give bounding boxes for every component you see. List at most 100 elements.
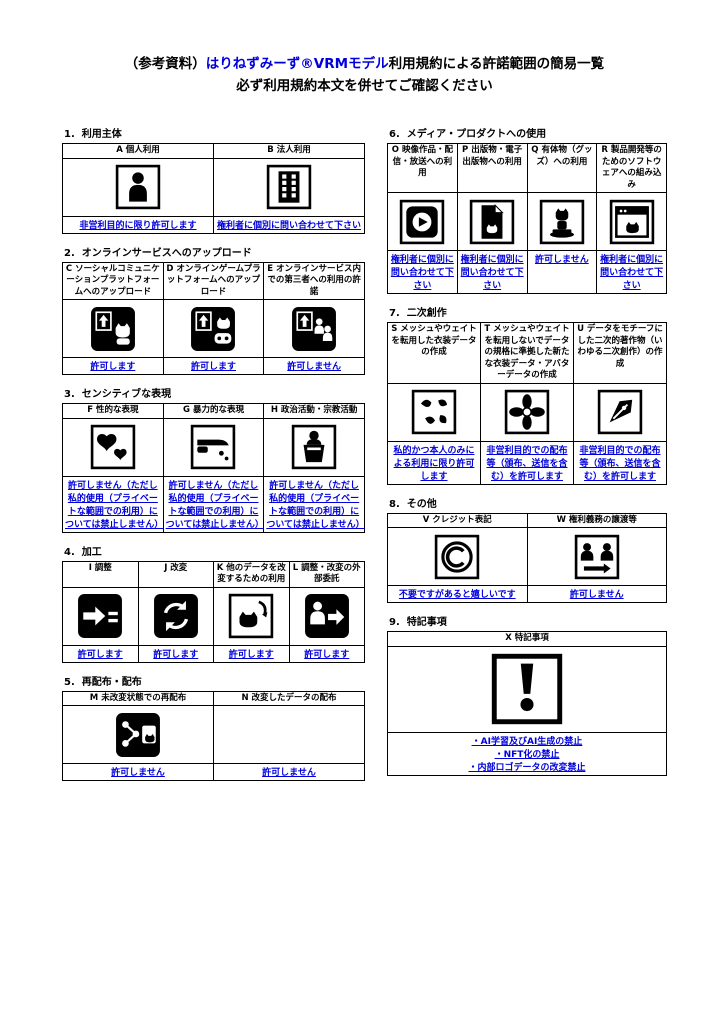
adjust-icon <box>77 594 123 639</box>
item-header: R 製品開発等のためのソフトウェアへの組み込み <box>596 143 667 194</box>
title-brand: はりねずみーず®VRMモデル <box>205 56 389 72</box>
item-header: S メッシュやウェイトを転用した衣装データの作成 <box>387 322 481 384</box>
item-icon-cell <box>526 527 667 587</box>
item-header: C ソーシャルコミュニケーションプラットフォームへのアップロード <box>62 261 164 301</box>
item-result: 許可しません <box>62 763 214 782</box>
section-number: 3. <box>64 389 75 401</box>
item-result: 許可します <box>62 644 139 663</box>
permission-table: X 特記事項・AI学習及びAI生成の禁止・NFT化の禁止・内部ロゴデータの改変禁… <box>387 631 667 776</box>
item-icon-cell <box>162 299 265 359</box>
section-title: 利用主体 <box>81 129 122 141</box>
item-header: X 特記事項 <box>387 631 667 647</box>
item-icon-cell <box>162 417 265 477</box>
section-title: 特記事項 <box>406 617 447 629</box>
item-result: ・AI学習及びAI生成の禁止・NFT化の禁止・内部ロゴデータの改変禁止 <box>387 731 667 776</box>
item-result: 不要ですがあると嬉しいです <box>387 585 528 604</box>
item-result: 私的かつ本人のみによる利用に限り許可します <box>387 440 481 485</box>
item-result: 許可しません（ただし私的使用（プライベートな範囲での利用）については禁止しません… <box>62 475 164 533</box>
podium-icon <box>291 424 337 470</box>
section-2: 2. オンラインサービスへのアップロード C ソーシャルコミュニケーションプラットフ… <box>62 244 365 376</box>
section-title: センシティブな表現 <box>81 389 172 401</box>
section-heading: 9. 特記事項 <box>389 613 667 628</box>
item-icon-cell <box>387 382 481 442</box>
section-heading: 2. オンラインサービスへのアップロード <box>64 244 365 259</box>
section-title: オンラインサービスへのアップロード <box>81 247 252 259</box>
item-result: 権利者に個別に問い合わせて下さい <box>596 250 667 295</box>
item-header: T メッシュやウェイトを転用しないでデータの規格に準拠した新たな衣装データ・アバ… <box>480 322 574 384</box>
section-title: 加工 <box>81 546 102 558</box>
hearts-icon <box>90 424 136 470</box>
section-number: 8. <box>389 498 400 510</box>
item-header: E オンラインサービス内での第三者への利用の許諾 <box>263 261 365 301</box>
software-icon <box>609 199 655 244</box>
section-number: 6. <box>389 129 400 141</box>
section-heading: 6. メディア・プロダクトへの使用 <box>389 125 667 140</box>
page-title: （参考資料）はりねずみーず®VRMモデル利用規約による許諾範囲の簡易一覧 <box>62 54 667 76</box>
item-header: A 個人利用 <box>62 143 214 159</box>
section-number: 2. <box>64 247 75 259</box>
item-icon-cell <box>62 299 164 359</box>
person-icon <box>115 164 161 210</box>
section-number: 5. <box>64 676 75 688</box>
item-icon-cell <box>137 586 214 646</box>
item-result: 許可しません <box>213 763 365 782</box>
item-header: O 映像作品・配信・放送への利用 <box>387 143 458 194</box>
item-header: Q 有体物（グッズ）への利用 <box>526 143 598 194</box>
upload-social-icon <box>90 306 136 351</box>
item-result: 許可します <box>288 644 365 663</box>
title-prefix: （参考資料） <box>124 56 206 72</box>
derivative-pen-icon <box>597 389 643 435</box>
item-icon-cell <box>62 157 214 217</box>
item-icon-cell <box>387 527 528 587</box>
costume-new-icon <box>504 389 550 435</box>
modify-icon <box>153 594 199 639</box>
item-header: U データをモチーフにした二次的著作物（いわゆる二次創作）の作成 <box>573 322 667 384</box>
section-title: メディア・プロダクトへの使用 <box>406 129 547 141</box>
item-icon-cell <box>62 417 164 477</box>
section-number: 1. <box>64 129 75 141</box>
item-result: 非営利目的での配布等（頒布、送信を含む）を許可します <box>480 440 574 485</box>
item-header: V クレジット表記 <box>387 512 528 529</box>
section-heading: 4.加工 <box>64 543 365 558</box>
item-header: L 調整・改変の外部委託 <box>288 560 365 588</box>
item-icon-cell <box>480 382 574 442</box>
section-number: 7. <box>389 308 400 320</box>
publication-icon <box>469 199 515 244</box>
item-header: B 法人利用 <box>213 143 365 159</box>
section-heading: 5.再配布・配布 <box>64 673 365 688</box>
result-line: ・AI学習及びAI生成の禁止 <box>471 736 583 747</box>
item-result: 許可しません（ただし私的使用（プライベートな範囲での利用）については禁止しません… <box>162 475 265 533</box>
item-header: W 権利義務の譲渡等 <box>526 512 667 529</box>
page-subtitle: 必ず利用規約本文を併せてご確認ください <box>236 77 493 94</box>
item-result: 非営利目的に限り許可します <box>62 215 214 234</box>
section-number: 9. <box>389 617 400 629</box>
item-icon-cell <box>213 157 365 217</box>
item-icon-cell <box>526 192 598 252</box>
item-header: P 出版物・電子出版物への利用 <box>456 143 528 194</box>
costume-reuse-icon <box>411 389 457 435</box>
item-header: F 性的な表現 <box>62 403 164 419</box>
item-header: H 政治活動・宗教活動 <box>263 403 365 419</box>
item-icon-cell <box>456 192 528 252</box>
item-result: 非営利目的での配布等（頒布、送信を含む）を許可します <box>573 440 667 485</box>
item-header: K 他のデータを改変するための利用 <box>213 560 290 588</box>
item-result: 許可しません <box>526 585 667 604</box>
item-icon-cell <box>263 299 365 359</box>
item-header: J 改変 <box>137 560 214 588</box>
item-result: 権利者に個別に問い合わせて下さい <box>456 250 528 295</box>
upload-game-icon <box>190 306 236 351</box>
video-icon <box>399 199 445 244</box>
section-title: その他 <box>406 498 437 510</box>
